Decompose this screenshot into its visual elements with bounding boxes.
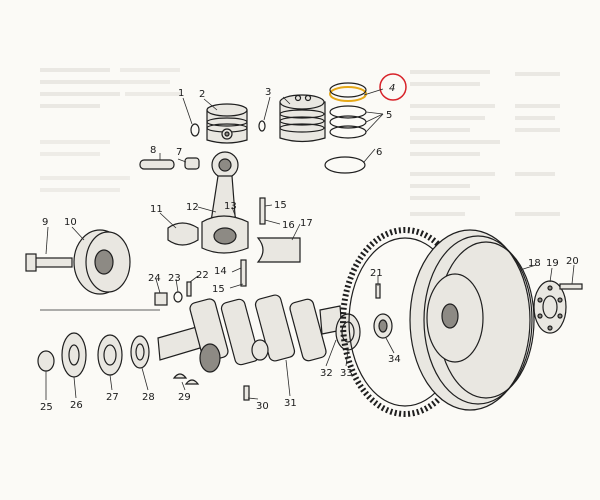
washer <box>173 291 183 303</box>
oil-thrower <box>61 332 87 378</box>
label-19: 19 <box>546 258 559 269</box>
rod-cap <box>256 237 301 263</box>
label-29: 29 <box>178 392 191 403</box>
label-20: 20 <box>566 256 579 267</box>
flywheel <box>409 229 535 411</box>
small-end-bush <box>184 157 200 170</box>
piston-right <box>279 94 326 143</box>
label-33: 33 <box>340 368 353 379</box>
label-4: 4 <box>389 83 395 94</box>
label-32: 32 <box>320 368 333 379</box>
compression-ring-highlighted <box>329 86 367 102</box>
piston-rings <box>324 82 367 174</box>
label-5: 5 <box>386 110 392 121</box>
label-24: 24 <box>148 273 161 284</box>
crank-pulley <box>73 229 131 295</box>
label-27: 27 <box>106 392 119 403</box>
crank-gear <box>97 334 123 376</box>
label-15b: 15 <box>212 284 225 295</box>
rear-seal <box>335 313 361 351</box>
spacer-ring <box>130 335 150 369</box>
label-34: 34 <box>388 354 401 365</box>
label-13: 13 <box>224 201 237 212</box>
label-15a: 15 <box>274 200 287 211</box>
leader-lines <box>40 88 575 400</box>
label-28: 28 <box>142 392 155 403</box>
piston-left <box>206 103 248 144</box>
circlip-right <box>258 120 266 132</box>
label-14: 14 <box>214 266 227 277</box>
label-23: 23 <box>168 273 181 284</box>
front-seal <box>37 350 55 372</box>
label-10: 10 <box>64 217 77 228</box>
pin-small <box>186 281 192 297</box>
bearing-shell <box>167 222 199 246</box>
label-8: 8 <box>150 145 156 156</box>
circlip-left <box>190 123 200 137</box>
woodruff-key <box>172 373 188 379</box>
label-7: 7 <box>176 147 182 158</box>
piston-pin <box>139 159 175 170</box>
label-17: 17 <box>300 218 313 229</box>
bolt <box>243 385 250 401</box>
label-2: 2 <box>199 89 205 100</box>
label-1: 1 <box>178 88 184 99</box>
pulley-bolt <box>25 253 73 272</box>
label-31: 31 <box>284 398 297 409</box>
label-26: 26 <box>70 400 83 411</box>
label-16: 16 <box>282 220 295 231</box>
flywheel-plate <box>533 280 567 334</box>
label-9: 9 <box>42 217 48 228</box>
label-21: 21 <box>370 268 383 279</box>
rod-bolt-lower <box>240 259 247 287</box>
label-11: 11 <box>150 204 163 215</box>
highlight-circle-label-4 <box>379 73 407 101</box>
label-30: 30 <box>256 401 269 412</box>
flywheel-bolt <box>559 283 583 290</box>
rod-bolt <box>259 197 266 225</box>
connecting-rod <box>201 151 249 254</box>
label-18: 18 <box>528 258 541 269</box>
label-3: 3 <box>265 87 271 98</box>
background-text-residue <box>40 68 560 216</box>
crankshaft <box>157 294 343 373</box>
part-labels: 1 2 3 4 5 6 7 8 9 10 11 12 13 14 15 15 1… <box>40 83 579 413</box>
label-12: 12 <box>186 202 199 213</box>
woodruff-key-2 <box>184 379 200 385</box>
label-6: 6 <box>376 147 382 158</box>
plug <box>154 292 168 306</box>
label-22: 22 <box>196 270 209 281</box>
label-25: 25 <box>40 402 53 413</box>
